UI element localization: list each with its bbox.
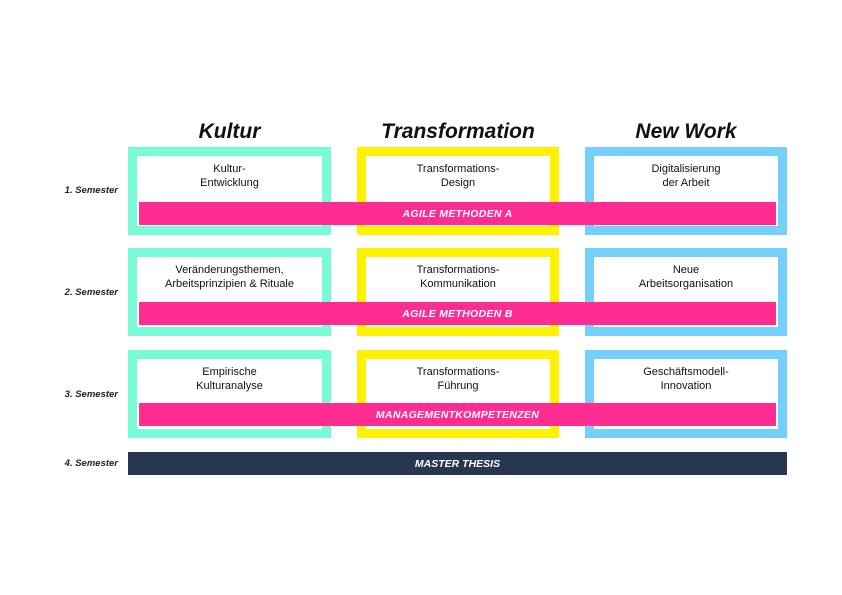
semester-4-label: 4. Semester xyxy=(64,458,118,469)
course-kultur-entwicklung: Kultur- Entwicklung xyxy=(139,157,320,194)
band-managementkompetenzen: MANAGEMENTKOMPETENZEN xyxy=(139,403,776,426)
master-thesis-bar: MASTER THESIS xyxy=(128,452,787,475)
course-transformations-design: Transformations- Design xyxy=(368,157,548,194)
band-agile-methoden-b: AGILE METHODEN B xyxy=(139,302,776,325)
semester-3-new-work-frame xyxy=(585,350,787,438)
semester-1-transformation-frame xyxy=(357,147,559,235)
column-title-transformation: Transformation xyxy=(381,120,535,143)
semester-2-label: 2. Semester xyxy=(64,287,118,298)
course-digitalisierung-der-arbeit: Digitalisierung der Arbeit xyxy=(596,157,776,194)
course-empirische-kulturanalyse: Empirische Kulturanalyse xyxy=(139,360,320,398)
course-geschaeftsmodell-innovation: Geschäftsmodell- Innovation xyxy=(596,360,776,398)
band-agile-methoden-a: AGILE METHODEN A xyxy=(139,202,776,225)
semester-2-transformation-frame xyxy=(357,248,559,336)
course-transformations-kommunikation: Transformations- Kommunikation xyxy=(368,258,548,296)
course-transformations-fuehrung: Transformations- Führung xyxy=(368,360,548,398)
semester-1-new-work-frame xyxy=(585,147,787,235)
course-neue-arbeitsorganisation: Neue Arbeitsorganisation xyxy=(596,258,776,296)
semester-3-transformation-frame xyxy=(357,350,559,438)
semester-2-new-work-frame xyxy=(585,248,787,336)
semester-3-kultur-frame xyxy=(128,350,331,438)
semester-1-kultur-frame xyxy=(128,147,331,235)
semester-2-kultur-frame xyxy=(128,248,331,336)
column-title-new-work: New Work xyxy=(635,120,737,143)
semester-3-label: 3. Semester xyxy=(64,389,118,400)
course-veraenderungsthemen: Veränderungsthemen, Arbeitsprinzipien & … xyxy=(139,258,320,296)
column-title-kultur: Kultur xyxy=(198,120,261,143)
semester-1-label: 1. Semester xyxy=(64,185,118,196)
